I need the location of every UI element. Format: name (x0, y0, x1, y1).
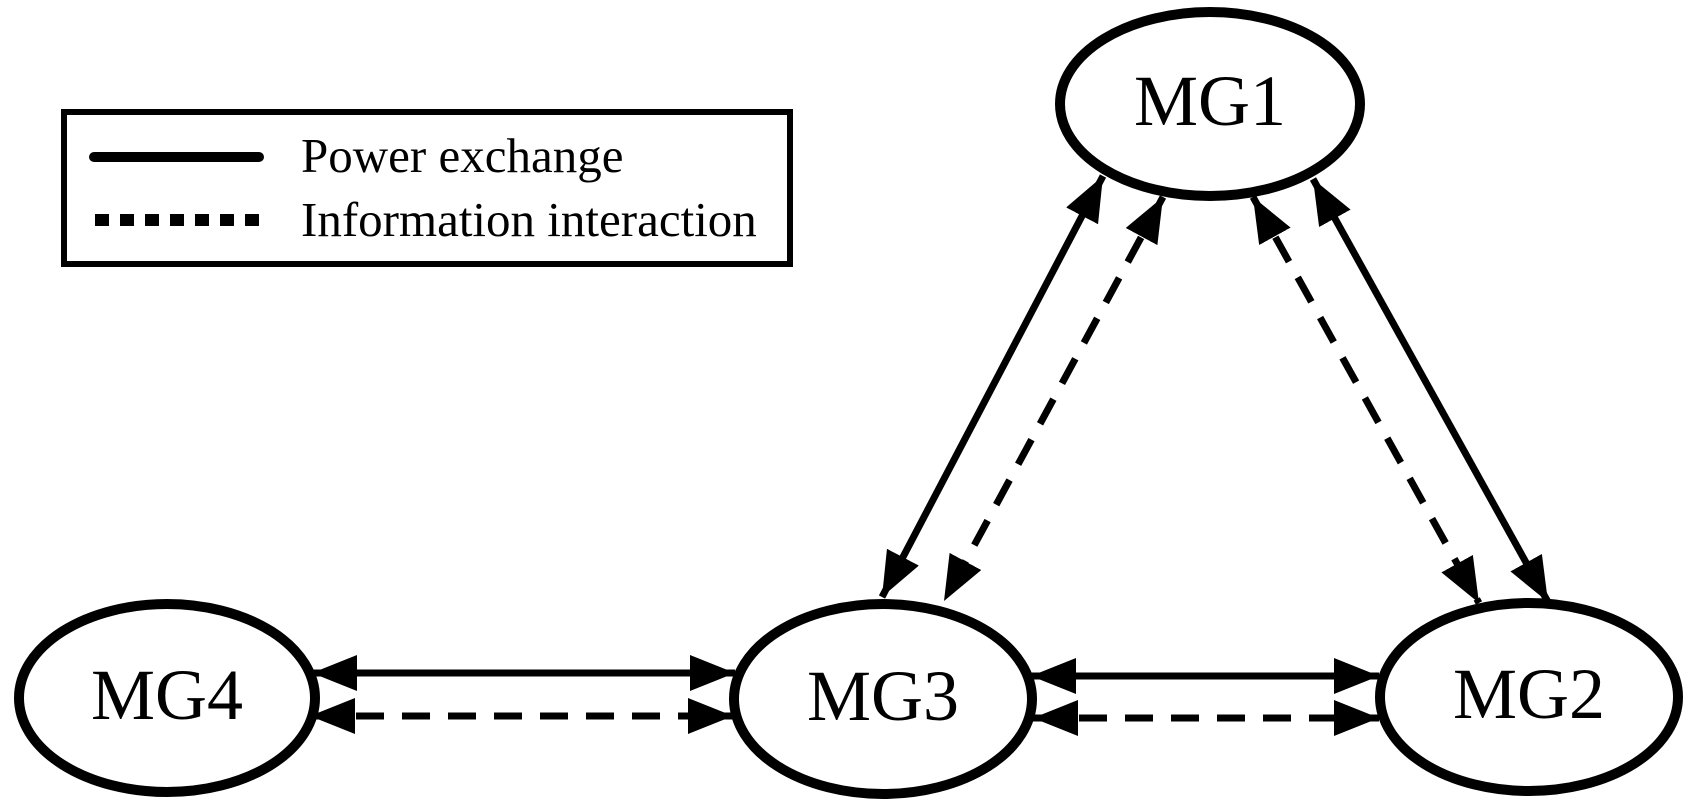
node-mg2: MG2 (1375, 598, 1683, 796)
node-mg3-ellipse (729, 599, 1037, 799)
node-mg1: MG1 (1055, 7, 1365, 201)
legend: Power exchange Information interaction (61, 109, 793, 267)
edge-mg1-mg3-information (940, 195, 1167, 603)
node-mg4: MG4 (14, 599, 320, 797)
edge-mg1-mg2-power (1309, 177, 1552, 604)
node-mg3-label: MG3 (807, 656, 959, 736)
node-mg4-label: MG4 (91, 655, 243, 735)
node-mg2-ellipse (1375, 598, 1683, 796)
node-mg4-ellipse (14, 599, 320, 797)
edge-mg1-mg2-information (1249, 195, 1483, 605)
node-mg1-label: MG1 (1134, 61, 1286, 141)
legend-item-power-exchange-label: Power exchange (301, 128, 623, 183)
edge-mg1-mg3-power (878, 174, 1107, 599)
node-mg3: MG3 (729, 599, 1037, 799)
legend-item-information-interaction-label: Information interaction (301, 192, 757, 247)
legend-box (61, 109, 793, 267)
edges (310, 174, 1552, 736)
node-mg1-ellipse (1055, 7, 1365, 201)
node-mg2-label: MG2 (1453, 654, 1605, 734)
